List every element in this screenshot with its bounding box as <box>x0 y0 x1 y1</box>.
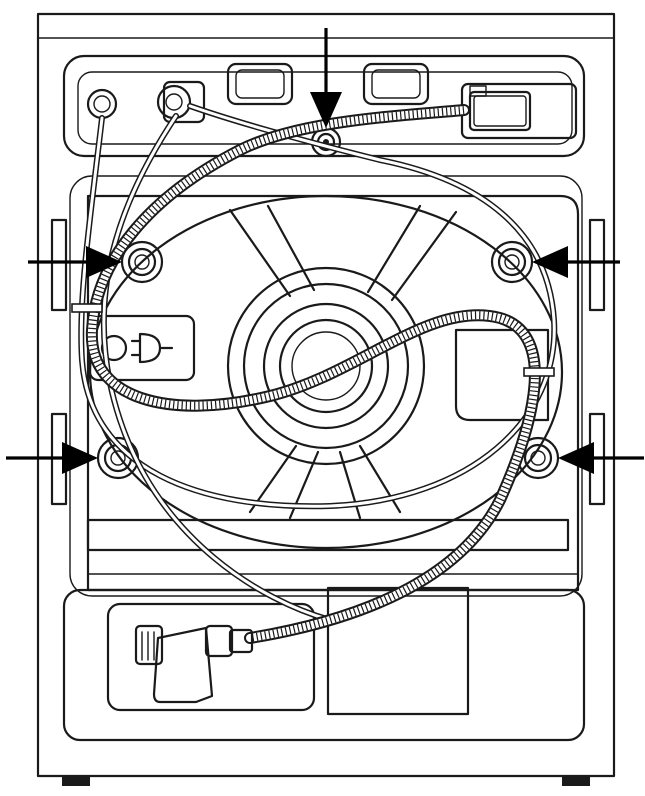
arrow-left-upper <box>28 246 122 278</box>
arrow-left-lower <box>6 442 98 474</box>
bracket-left-upper <box>50 218 68 312</box>
arrow-right-upper <box>532 246 620 278</box>
top-opening-right <box>362 62 430 106</box>
foot-right <box>562 776 590 786</box>
rear-panel <box>50 175 606 597</box>
drain-compartment <box>106 602 316 712</box>
foot-left <box>62 776 90 786</box>
bracket-right-upper <box>588 218 606 312</box>
hose-clip-right <box>523 367 555 377</box>
base-bar <box>86 518 570 552</box>
transport-bolt-right-upper <box>490 240 534 284</box>
valve-connector <box>162 80 206 124</box>
top-opening-left <box>226 62 294 106</box>
drain-hose-end <box>134 624 254 704</box>
inlet-connector <box>86 88 118 120</box>
hose-clip-left <box>71 303 103 313</box>
plug-icon <box>130 332 174 364</box>
arrow-right-lower <box>558 442 644 474</box>
service-flap <box>326 586 470 716</box>
arrow-top-center <box>310 28 342 128</box>
power-cable <box>78 103 558 623</box>
transport-bolts <box>96 240 560 480</box>
drain-hose <box>71 104 555 644</box>
